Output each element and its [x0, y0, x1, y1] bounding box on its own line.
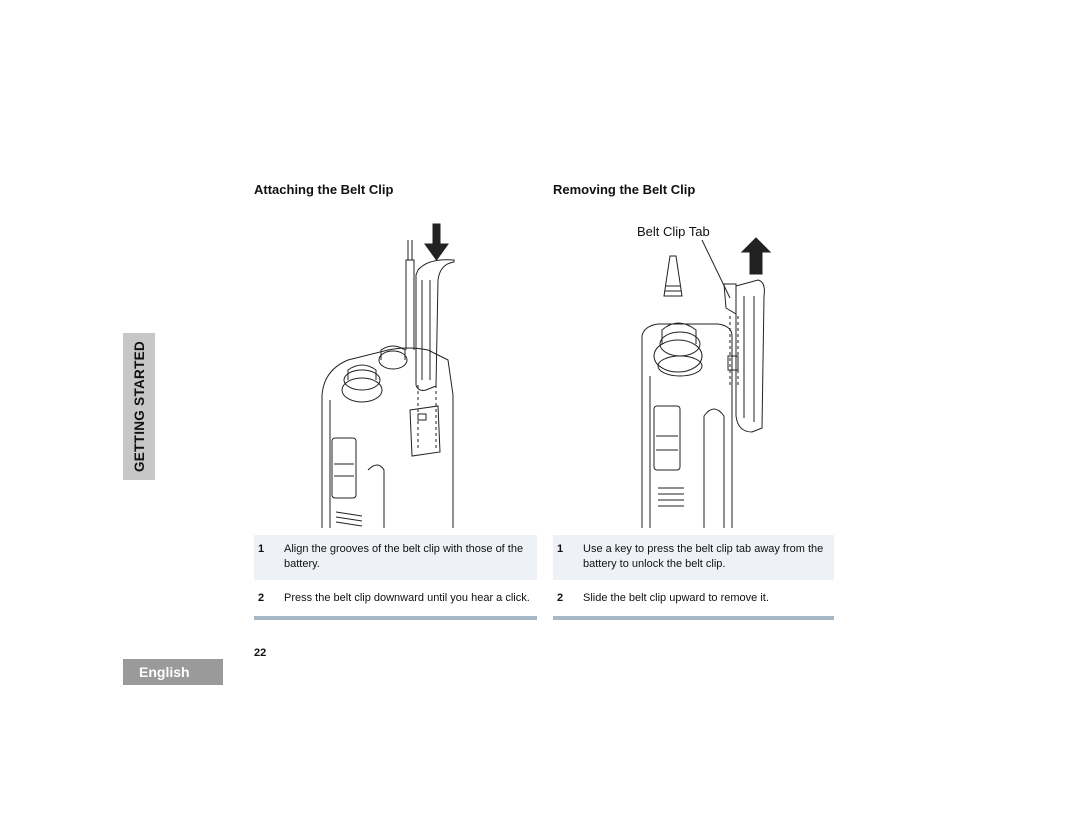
remove-steps: 1 Use a key to press the belt clip tab a…	[553, 535, 834, 620]
page-number: 22	[254, 647, 267, 659]
list-item: 1 Align the grooves of the belt clip wit…	[254, 535, 537, 580]
step-number: 2	[557, 592, 564, 604]
list-item: 1 Use a key to press the belt clip tab a…	[553, 535, 834, 580]
section-side-tab: GETTING STARTED	[123, 333, 155, 480]
belt-clip-tab-callout: Belt Clip Tab	[637, 224, 710, 239]
step-number: 2	[258, 592, 265, 604]
step-number: 1	[557, 543, 564, 555]
section-rule	[553, 616, 834, 620]
section-rule	[254, 616, 537, 620]
step-text: Press the belt clip downward until you h…	[284, 592, 530, 604]
step-text: Align the grooves of the belt clip with …	[284, 543, 524, 570]
step-text: Use a key to press the belt clip tab awa…	[583, 543, 824, 570]
section-side-tab-label: GETTING STARTED	[131, 341, 147, 472]
attach-steps: 1 Align the grooves of the belt clip wit…	[254, 535, 537, 620]
attach-illustration	[321, 223, 455, 528]
remove-illustration	[641, 237, 772, 528]
step-text: Slide the belt clip upward to remove it.	[583, 592, 769, 604]
list-item: 2 Slide the belt clip upward to remove i…	[553, 584, 834, 614]
language-tab: English	[123, 659, 223, 685]
step-number: 1	[258, 543, 265, 555]
attach-title: Attaching the Belt Clip	[254, 182, 394, 197]
list-item: 2 Press the belt clip downward until you…	[254, 584, 537, 614]
remove-title: Removing the Belt Clip	[553, 182, 696, 197]
